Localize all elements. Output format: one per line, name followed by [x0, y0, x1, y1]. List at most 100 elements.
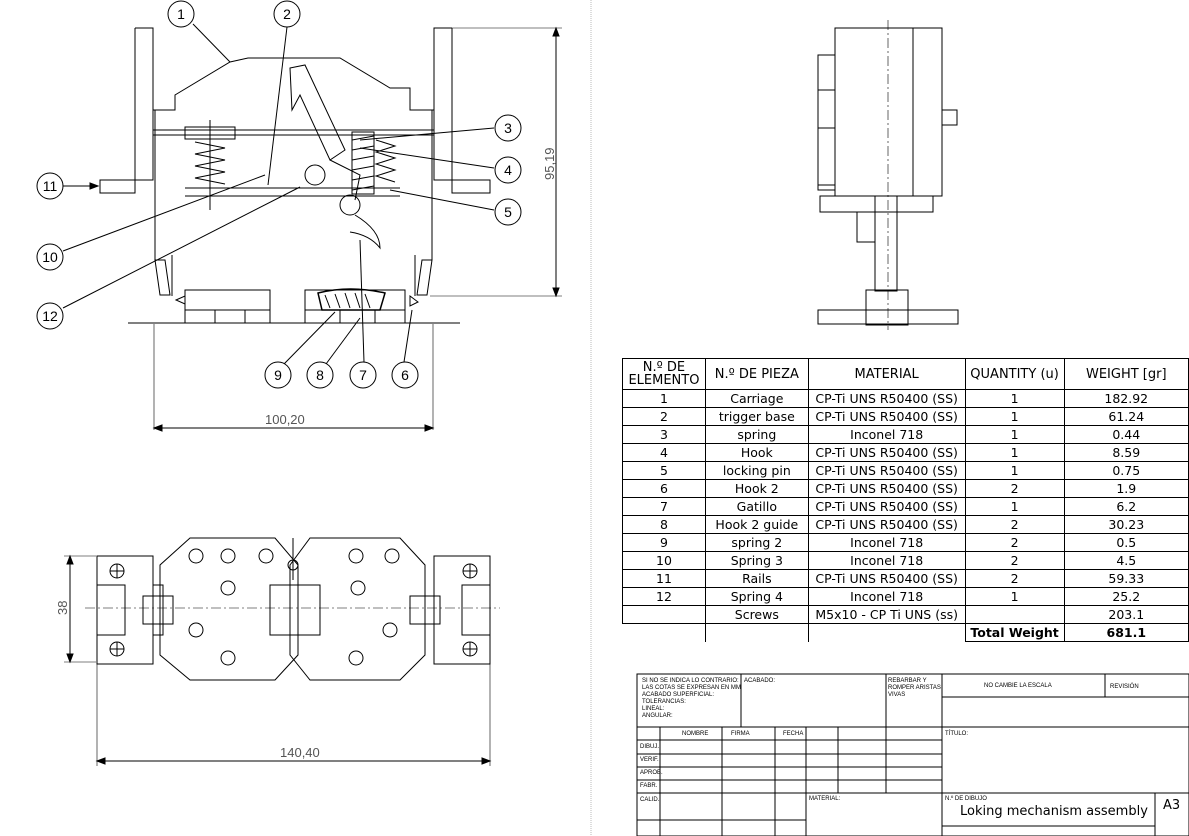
- bom-cell: CP-Ti UNS R50400 (SS): [807, 461, 966, 480]
- bom-cell: 0.75: [1063, 461, 1189, 480]
- balloon-12: 12: [36, 302, 64, 330]
- sheet-size: A3: [1163, 798, 1181, 813]
- bom-cell: CP-Ti UNS R50400 (SS): [807, 389, 966, 408]
- bom-cell: M5x10 - CP Ti UNS (ss): [807, 605, 966, 624]
- title-block-grid: [636, 673, 1189, 836]
- bom-cell: 8: [622, 515, 706, 534]
- balloon-circle: [273, 0, 301, 28]
- bom-cell: 12: [622, 587, 706, 606]
- bom-cell: 9: [622, 533, 706, 552]
- balloon-label: 1: [177, 6, 185, 22]
- bom-cell: 1: [964, 461, 1065, 480]
- bom-cell: 1: [964, 443, 1065, 462]
- bom-cell: 2: [964, 479, 1065, 498]
- tb-role-aprob: APROB.: [640, 770, 663, 776]
- bom-cell: 0.44: [1063, 425, 1189, 444]
- total-value: 681.1: [1063, 623, 1189, 642]
- balloon-circle: [264, 361, 292, 389]
- bom-cell: 8.59: [1063, 443, 1189, 462]
- balloon-label: 9: [274, 367, 282, 383]
- bom-total-row: Total Weight 681.1: [622, 623, 1189, 642]
- bom-cell: 6: [622, 479, 706, 498]
- total-empty: [704, 623, 809, 642]
- bom-cell: Screws: [704, 605, 809, 624]
- bom-cell: Inconel 718: [807, 425, 966, 444]
- dim-top-height: 38: [55, 601, 70, 615]
- total-label: Total Weight: [964, 623, 1065, 642]
- bom-cell: locking pin: [704, 461, 809, 480]
- tb-revision: REVISIÓN: [1110, 684, 1139, 690]
- bom-cell: 6.2: [1063, 497, 1189, 516]
- bom-cell: Carriage: [704, 389, 809, 408]
- balloon-7: 7: [349, 361, 377, 389]
- bom-cell: Inconel 718: [807, 587, 966, 606]
- col-quantity: QUANTITY (u): [964, 358, 1065, 390]
- balloon-circle: [36, 172, 64, 200]
- bom-cell: 2: [964, 551, 1065, 570]
- col-elemento: N.º DE ELEMENTO: [622, 358, 706, 390]
- side-view: [817, 20, 959, 330]
- balloon-8: 8: [306, 361, 334, 389]
- bom-cell: Inconel 718: [807, 551, 966, 570]
- balloon-label: 8: [316, 367, 324, 383]
- bom-cell: 4: [622, 443, 706, 462]
- balloon-circle: [306, 361, 334, 389]
- bom-cell: 10: [622, 551, 706, 570]
- tb-role-dibuj: DIBUJ.: [640, 744, 660, 750]
- bom-cell: CP-Ti UNS R50400 (SS): [807, 443, 966, 462]
- bom-cell: 182.92: [1063, 389, 1189, 408]
- balloon-label: 11: [43, 178, 58, 194]
- bom-cell: 1: [964, 497, 1065, 516]
- tb-nombre: NOMBRE: [682, 731, 709, 737]
- tb-role-fabr: FABR.: [640, 783, 658, 789]
- total-empty: [807, 623, 966, 642]
- balloon-circle: [349, 361, 377, 389]
- bom-cell: 2: [964, 515, 1065, 534]
- front-view: [62, 23, 562, 432]
- balloon-3: 3: [494, 114, 522, 142]
- balloon-label: 7: [359, 367, 367, 383]
- bom-cell: 11: [622, 569, 706, 588]
- col-pieza: N.º DE PIEZA: [704, 358, 809, 390]
- tb-material: MATERIAL:: [809, 796, 841, 802]
- bom-cell: 30.23: [1063, 515, 1189, 534]
- balloon-5: 5: [494, 198, 522, 226]
- balloon-circle: [36, 302, 64, 330]
- dim-top-width: 140,40: [280, 745, 320, 760]
- bom-cell: 25.2: [1063, 587, 1189, 606]
- balloon-9: 9: [264, 361, 292, 389]
- tb-role-verif: VERIF.: [640, 757, 659, 763]
- bom-cell: CP-Ti UNS R50400 (SS): [807, 479, 966, 498]
- bom-cell: 1: [622, 389, 706, 408]
- bom-cell: 2: [964, 569, 1065, 588]
- balloon-label: 5: [504, 204, 512, 220]
- bom-cell: CP-Ti UNS R50400 (SS): [807, 497, 966, 516]
- bom-cell: Inconel 718: [807, 533, 966, 552]
- bom-cell: trigger base: [704, 407, 809, 426]
- bom-cell: Rails: [704, 569, 809, 588]
- dim-front-width: 100,20: [265, 412, 305, 427]
- col-weight: WEIGHT [gr]: [1063, 358, 1189, 390]
- bom-cell: 61.24: [1063, 407, 1189, 426]
- bom-cell: Hook: [704, 443, 809, 462]
- balloon-label: 6: [401, 367, 409, 383]
- bom-cell: 3: [622, 425, 706, 444]
- bom-cell: 5: [622, 461, 706, 480]
- bom-cell: CP-Ti UNS R50400 (SS): [807, 569, 966, 588]
- bom-cell: 1: [964, 407, 1065, 426]
- balloon-6: 6: [391, 361, 419, 389]
- bom-cell: Spring 4: [704, 587, 809, 606]
- tb-firma: FIRMA: [731, 731, 750, 737]
